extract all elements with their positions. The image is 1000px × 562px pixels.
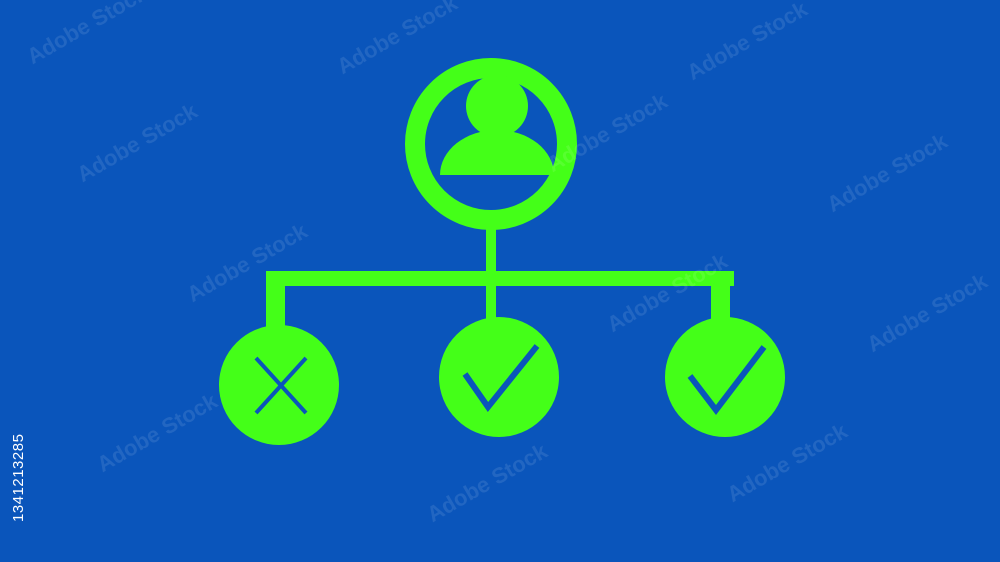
check-mark-icon — [687, 345, 767, 415]
x-mark-icon — [254, 356, 308, 415]
child-circle — [665, 317, 785, 437]
stock-id-label: 1341213285 — [10, 433, 27, 522]
root-stem — [486, 228, 496, 280]
horizontal-bar — [266, 271, 734, 286]
child-circle — [439, 317, 559, 437]
child-node-approved — [439, 317, 559, 437]
root-ring — [405, 58, 577, 230]
check-mark-icon — [462, 344, 540, 413]
connector-lines — [266, 228, 734, 331]
root-node — [405, 58, 577, 230]
middle-branch — [486, 280, 496, 325]
user-avatar-icon — [440, 75, 554, 175]
child-node-approved — [665, 317, 785, 437]
child-node-rejected — [219, 325, 339, 445]
right-branch — [711, 271, 730, 326]
left-branch — [266, 271, 285, 331]
